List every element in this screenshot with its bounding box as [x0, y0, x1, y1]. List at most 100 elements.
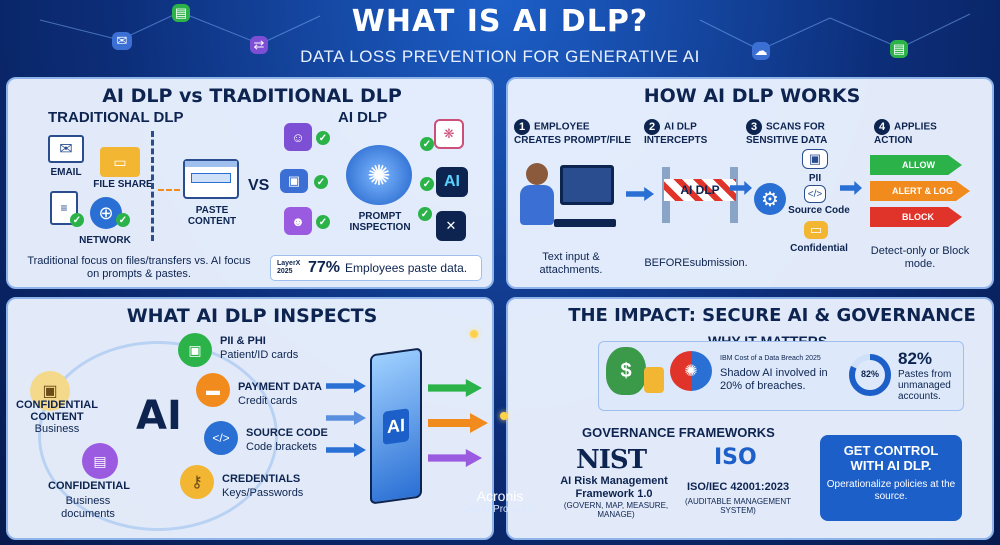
step-4-desc: Detect-only or Block mode. — [870, 245, 970, 270]
pii-sub: Patient/ID cards — [220, 349, 299, 361]
ibm-text: Shadow AI involved in 20% of breaches. — [720, 367, 828, 392]
compare-panel: AI DLP vs TRADITIONAL DLP TRADITIONAL DL… — [6, 77, 494, 289]
ai-center-label: AI — [136, 393, 182, 439]
step-4-label: APPLIES ACTION — [874, 121, 937, 146]
inspect-ring — [38, 341, 278, 531]
step-1-desc: Text input & attachments. — [539, 251, 603, 276]
tools-icon: ✕ — [436, 211, 466, 241]
gov-title: GOVERNANCE FRAMEWORKS — [582, 425, 775, 440]
stat-value: 77% — [308, 259, 341, 276]
nist-text: AI Risk Management Framework 1.0 — [560, 475, 668, 500]
brain-circuit-icon: ✺ — [670, 351, 712, 391]
action-alert-label: ALERT & LOG — [892, 186, 953, 196]
compare-footer: Traditional focus on files/transfers vs.… — [27, 255, 251, 280]
robot-icon: ☺ — [284, 123, 312, 151]
nist-sub: (GOVERN, MAP, MEASURE, MANAGE) — [563, 501, 669, 519]
brand-badge: Acronis GenAI Protection — [440, 488, 560, 515]
assistant-check-icon: ✓ — [316, 215, 330, 229]
code-brackets-icon: </> — [204, 421, 238, 455]
stat-source: LayerX 2025 — [277, 260, 301, 275]
id-card-circle-icon: ▣ — [178, 333, 212, 367]
step-2-label: AI DLP INTERCEPTS — [644, 121, 708, 146]
cta-title: GET CONTROL WITH AI DLP. — [843, 443, 939, 473]
out-arrow-green — [428, 379, 482, 397]
file-share-label: FILE SHARE — [93, 179, 153, 190]
action-block-label: BLOCK — [902, 212, 934, 222]
brand-name: Acronis — [476, 488, 524, 504]
share-node-icon: ⇄ — [250, 36, 268, 54]
divider-line — [151, 131, 154, 241]
ai-title: AI DLP — [338, 109, 388, 126]
how-title: HOW AI DLP WORKS — [643, 85, 861, 107]
step-3-label: SCANS FOR SENSITIVE DATA — [746, 121, 828, 146]
scan-source-label: Source Code — [788, 205, 850, 216]
confidential-content-title: CONFIDENTIAL CONTENT — [16, 399, 98, 423]
ai-badge-icon: AI — [436, 167, 468, 197]
document-check-icon: ✓ — [70, 213, 84, 227]
dashed-arrow — [158, 189, 180, 191]
source-code-title: SOURCE CODE — [246, 427, 328, 439]
payment-title: PAYMENT DATA — [238, 381, 322, 393]
mail-node-icon: ✉ — [112, 32, 132, 50]
documents-icon: ▤ — [82, 443, 118, 479]
email-label: EMAIL — [50, 167, 82, 178]
background-network: ✉ ▤ ⇄ ☁ ▤ — [0, 0, 1000, 80]
iso-text: ISO/IEC 42001:2023 — [686, 481, 790, 493]
bot-check-icon: ✓ — [314, 175, 328, 189]
credentials-sub: Keys/Passwords — [222, 487, 304, 499]
ring-arc — [849, 354, 891, 396]
folder-icon: ▭ — [100, 147, 140, 177]
arrow-3 — [840, 181, 862, 195]
iso-sub: (AUDITABLE MANAGEMENT SYSTEM) — [684, 497, 792, 515]
credit-card-icon: ▬ — [196, 373, 230, 407]
tools-check-icon: ✓ — [418, 207, 432, 221]
openai-check-icon: ✓ — [420, 137, 434, 151]
robot-check-icon: ✓ — [316, 131, 330, 145]
step-2-desc: BEFOREsubmission. — [644, 257, 748, 269]
action-block: BLOCK — [870, 207, 962, 227]
doc-node-icon: ▤ — [890, 40, 908, 58]
impact-panel: THE IMPACT: SECURE AI & GOVERNANCE WHY I… — [506, 297, 994, 540]
step-2-number: 2 — [644, 119, 660, 135]
gate-label: AI DLP — [664, 179, 736, 201]
ai-scanner-label: AI — [383, 407, 409, 445]
big-pct: 82% — [898, 349, 933, 368]
flow-arrows — [326, 369, 366, 499]
file-node-icon: ▤ — [172, 4, 190, 22]
cta-text: Operationalize policies at the source. — [826, 479, 956, 502]
compare-title: AI DLP vs TRADITIONAL DLP — [102, 85, 402, 107]
network-label: NETWORK — [79, 235, 131, 246]
employee-computer-icon — [518, 159, 618, 239]
page-subtitle: DATA LOSS PREVENTION FOR GENERATIVE AI — [300, 47, 700, 66]
credentials-title: CREDENTIALS — [222, 473, 301, 485]
globe-check-icon: ✓ — [116, 213, 130, 227]
ring-value: 82% — [860, 369, 879, 379]
stat-box: LayerX 2025 77% Employees paste data. — [270, 255, 482, 281]
bot-icon: ▣ — [280, 169, 308, 193]
ai-badge-check-icon: ✓ — [420, 177, 434, 191]
cta-box[interactable]: GET CONTROL WITH AI DLP. Operationalize … — [820, 435, 962, 521]
pct-text: Pastes from unmanaged accounts. — [898, 369, 952, 402]
out-arrow-orange — [428, 413, 488, 433]
source-code-sub: Code brackets — [246, 441, 317, 453]
impact-title: THE IMPACT: SECURE AI & GOVERNANCE — [568, 305, 976, 326]
brain-icon: ✺ — [346, 145, 412, 205]
step-4-number: 4 — [874, 119, 890, 135]
assistant-icon: ☻ — [284, 207, 312, 235]
ring-chart — [849, 354, 891, 396]
coins-icon — [644, 367, 664, 393]
lock-icon: ▣ — [30, 371, 70, 411]
traditional-title: TRADITIONAL DLP — [48, 109, 184, 126]
email-icon: ✉ — [48, 135, 84, 163]
iso-logo: ISO — [714, 445, 757, 470]
paste-window-icon — [183, 159, 239, 199]
action-allow-label: ALLOW — [902, 160, 935, 170]
step-1-number: 1 — [514, 119, 530, 135]
inspects-panel: WHAT AI DLP INSPECTS AI ▣ CONFIDENTIAL C… — [6, 297, 494, 540]
brand-tag: GenAI Protection — [461, 504, 539, 515]
step-3-number: 3 — [746, 119, 762, 135]
action-alert: ALERT & LOG — [870, 181, 970, 201]
